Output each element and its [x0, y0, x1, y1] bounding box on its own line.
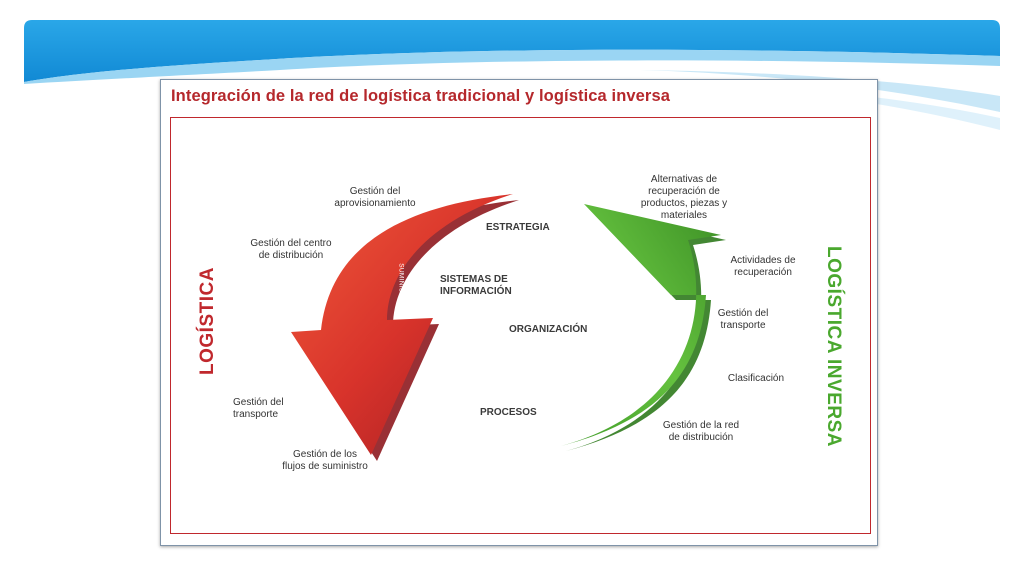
logistica-side-label: LOGÍSTICA: [197, 267, 218, 375]
sistemas-label-2: INFORMACIÓN: [440, 286, 512, 297]
label-gestion-centro-distribucion: Gestión del centro de distribución: [250, 238, 332, 261]
diagram-title: Integración de la red de logística tradi…: [171, 87, 671, 105]
label-clasificacion: Clasificación: [727, 373, 785, 384]
logistica-inversa-side-label: LOGÍSTICA INVERSA: [823, 246, 844, 447]
procesos-label: PROCESOS: [480, 407, 537, 418]
suministros-label-red: SUMINISTROS: [397, 263, 405, 312]
organizacion-label: ORGANIZACIÓN: [509, 324, 588, 335]
suministros-label-green: SUMINISTROS: [631, 337, 639, 386]
diagram-figure: Integración de la red de logística tradi…: [160, 79, 878, 546]
label-gestion-red-distribucion: Gestión de la red de distribución: [662, 420, 740, 443]
arrows-graphic: [291, 194, 726, 461]
inversa-arrow: [561, 204, 726, 451]
label-gestion-flujos-suministro: Gestión de los flujos de suministro: [282, 449, 368, 472]
label-gestion-aprovisionamiento: Gestión del aprovisionamiento: [334, 186, 416, 209]
logistica-arrow: [291, 194, 519, 461]
label-actividades-recuperacion: Actividades de recuperación: [730, 255, 796, 278]
diagram-frame: [170, 117, 871, 534]
label-gestion-transporte-inversa: Gestión del transporte: [717, 308, 769, 331]
sistemas-label-1: SISTEMAS DE: [440, 274, 508, 285]
label-alternativas-recuperacion: Alternativas de recuperación de producto…: [640, 174, 728, 221]
header-banner: [24, 20, 1000, 130]
label-gestion-transporte-logistica: Gestión del transporte: [233, 397, 284, 420]
estrategia-label: ESTRATEGIA: [486, 222, 550, 233]
